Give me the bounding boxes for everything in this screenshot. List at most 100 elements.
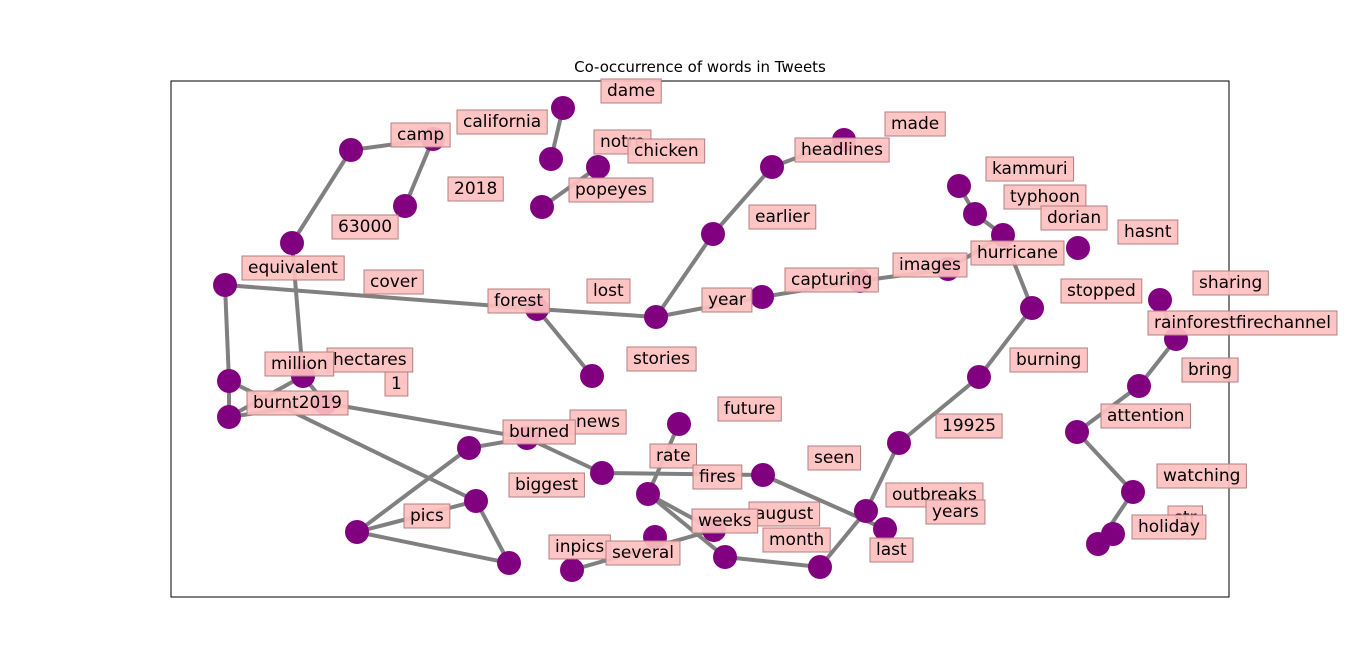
word-label-box bbox=[363, 269, 424, 295]
node-bring bbox=[1127, 374, 1151, 398]
node-year bbox=[750, 285, 774, 309]
word-label-box bbox=[264, 351, 335, 377]
word-label-box bbox=[586, 278, 631, 304]
node-19925 bbox=[887, 431, 911, 455]
word-label-text: rainforestfirechannel bbox=[1154, 313, 1331, 333]
edge-cover-hectares bbox=[223, 283, 231, 383]
node-dame bbox=[551, 96, 575, 120]
word-label-rate: rate bbox=[649, 443, 698, 469]
node-burning bbox=[967, 365, 991, 389]
word-label-burning: burning bbox=[1009, 347, 1088, 373]
word-label-box bbox=[1003, 184, 1087, 210]
node-last bbox=[808, 555, 832, 579]
word-label-text: burned bbox=[509, 422, 569, 442]
node-future bbox=[667, 412, 691, 436]
word-label-box bbox=[548, 534, 611, 560]
word-label-popeyes: popeyes bbox=[568, 177, 654, 203]
node-fires bbox=[590, 461, 614, 485]
word-label-pics: pics bbox=[403, 503, 451, 529]
word-label-box bbox=[1181, 357, 1239, 383]
word-label-box bbox=[403, 503, 451, 529]
word-label-text: 1 bbox=[391, 374, 402, 394]
word-label-box bbox=[970, 240, 1065, 266]
edge-outbreaks-19925 bbox=[864, 441, 901, 513]
node-month bbox=[713, 545, 737, 569]
edge-forest-stories bbox=[535, 307, 594, 378]
word-label-images: images bbox=[892, 252, 968, 278]
word-label-kammuri: kammuri bbox=[985, 156, 1075, 182]
word-label-box bbox=[649, 443, 698, 469]
word-label-text: made bbox=[891, 114, 939, 134]
word-label-future: future bbox=[717, 396, 782, 422]
word-label-text: seen bbox=[814, 448, 855, 468]
word-label-box bbox=[762, 527, 831, 553]
node-burned bbox=[457, 436, 481, 460]
edge-earlier-headlines bbox=[711, 165, 774, 236]
word-label-box bbox=[1009, 347, 1088, 373]
node-burnt2019 bbox=[217, 405, 241, 429]
node-2018 bbox=[393, 194, 417, 218]
node-hectares bbox=[217, 369, 241, 393]
word-label-19925: 19925 bbox=[935, 413, 1003, 439]
word-label-text: sharing bbox=[1199, 273, 1262, 293]
word-label-last: last bbox=[869, 537, 914, 563]
node-typhoon bbox=[963, 202, 987, 226]
word-label-box bbox=[326, 347, 414, 373]
word-label-text: last bbox=[876, 540, 907, 560]
word-label-text: typhoon bbox=[1010, 187, 1080, 207]
word-label-text: future bbox=[724, 399, 775, 419]
word-label-box bbox=[692, 464, 743, 490]
word-label-forest: forest bbox=[487, 288, 550, 314]
word-label-fires: fires bbox=[692, 464, 743, 490]
word-label-box bbox=[869, 537, 914, 563]
word-label-box bbox=[390, 122, 451, 148]
word-label-text: biggest bbox=[515, 475, 578, 495]
word-label-text: camp bbox=[397, 125, 444, 145]
word-label-news: news bbox=[569, 409, 627, 435]
word-label-text: cover bbox=[370, 272, 417, 292]
word-label-burnt2019: burnt2019 bbox=[246, 390, 349, 416]
word-label-year: year bbox=[701, 287, 753, 313]
word-label-box bbox=[748, 204, 817, 230]
word-label-box bbox=[1192, 270, 1269, 296]
word-label-cover: cover bbox=[363, 269, 424, 295]
node-sharing bbox=[1148, 288, 1172, 312]
node-hasnt bbox=[1066, 236, 1090, 260]
node-camp bbox=[339, 138, 363, 162]
word-label-box bbox=[784, 267, 879, 293]
word-label-holiday: holiday bbox=[1131, 514, 1207, 540]
word-label-text: chicken bbox=[634, 141, 699, 161]
word-label-box bbox=[502, 419, 576, 445]
word-label-text: images bbox=[899, 255, 961, 275]
word-label-text: holiday bbox=[1138, 517, 1200, 537]
word-label-month: month bbox=[762, 527, 831, 553]
edge-burning-stopped bbox=[977, 306, 1034, 379]
word-label-years: years bbox=[925, 499, 986, 525]
word-label-text: capturing bbox=[791, 270, 872, 290]
node-seen bbox=[751, 463, 775, 487]
node-earlier bbox=[701, 222, 725, 246]
edge-1-news bbox=[323, 401, 529, 440]
node-pics bbox=[345, 520, 369, 544]
word-label-text: weeks bbox=[698, 511, 752, 531]
word-label-headlines: headlines bbox=[794, 137, 890, 163]
word-label-box bbox=[568, 177, 654, 203]
word-label-text: august bbox=[755, 504, 814, 524]
word-label-box bbox=[1117, 219, 1179, 245]
node-cover bbox=[213, 273, 237, 297]
word-label-camp: camp bbox=[390, 122, 451, 148]
word-label-box bbox=[935, 413, 1003, 439]
word-label-text: bring bbox=[1188, 360, 1232, 380]
word-label-text: hasnt bbox=[1124, 222, 1172, 242]
word-label-text: inpics bbox=[555, 537, 604, 557]
node-notre bbox=[586, 155, 610, 179]
word-label-stories: stories bbox=[626, 346, 697, 372]
word-label-text: forest bbox=[494, 291, 543, 311]
edge-cover-forest bbox=[223, 283, 539, 311]
word-label-lost: lost bbox=[586, 278, 631, 304]
word-label-box bbox=[925, 499, 986, 525]
word-label-text: stopped bbox=[1067, 281, 1136, 301]
edge-lost-earlier bbox=[654, 232, 715, 319]
node-u_dame bbox=[539, 147, 563, 171]
